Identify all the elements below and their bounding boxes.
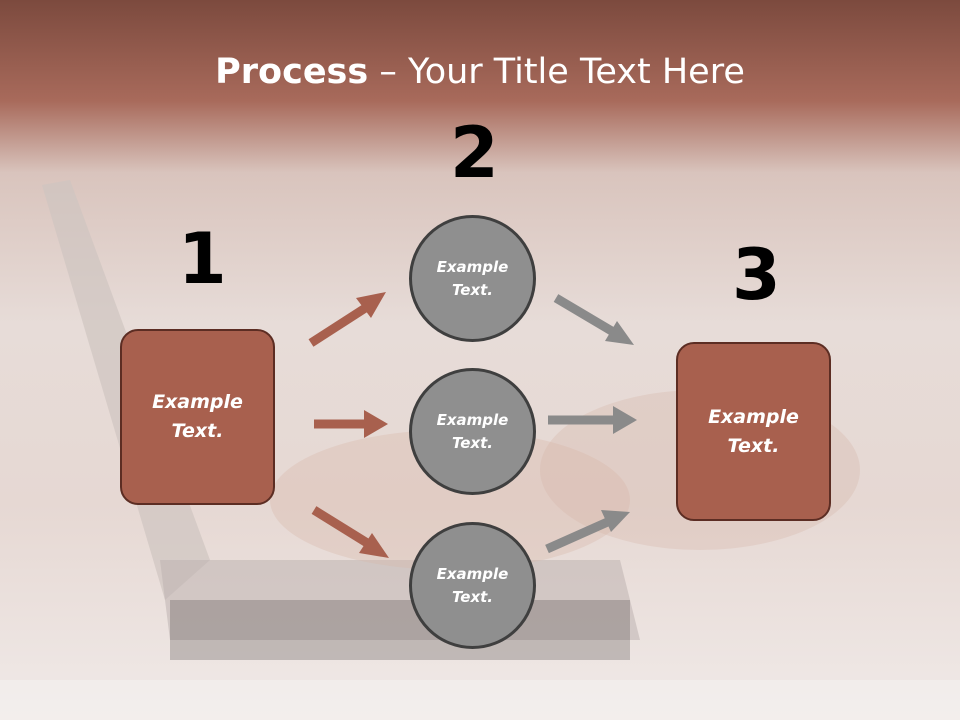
- arrow-to-middle-circle: [314, 410, 388, 438]
- arrow-middle-circle-to-box: [548, 406, 637, 434]
- circle-middle-text: Example Text.: [436, 410, 509, 452]
- step-number-2: 2: [450, 112, 499, 194]
- step-number-3: 3: [732, 234, 781, 316]
- right-process-box: Example Text.: [676, 342, 831, 521]
- circle-bottom: Example Text.: [409, 522, 536, 649]
- arrow-bottom-circle-to-box: [545, 510, 630, 554]
- left-process-box: Example Text.: [120, 329, 275, 505]
- circle-middle: Example Text.: [409, 368, 536, 495]
- arrow-top-circle-to-box: [553, 294, 634, 345]
- left-box-text: Example Text.: [152, 391, 243, 442]
- title-rest: – Your Title Text Here: [368, 52, 745, 92]
- circle-top-text: Example Text.: [436, 257, 509, 299]
- circle-bottom-text: Example Text.: [436, 564, 509, 606]
- step-number-1: 1: [178, 218, 227, 300]
- arrow-to-bottom-circle: [311, 506, 389, 558]
- title-bold: Process: [215, 52, 369, 92]
- circle-top: Example Text.: [409, 215, 536, 342]
- slide-title: Process – Your Title Text Here: [0, 52, 960, 92]
- right-box-text: Example Text.: [708, 405, 799, 457]
- arrow-to-top-circle: [308, 292, 386, 347]
